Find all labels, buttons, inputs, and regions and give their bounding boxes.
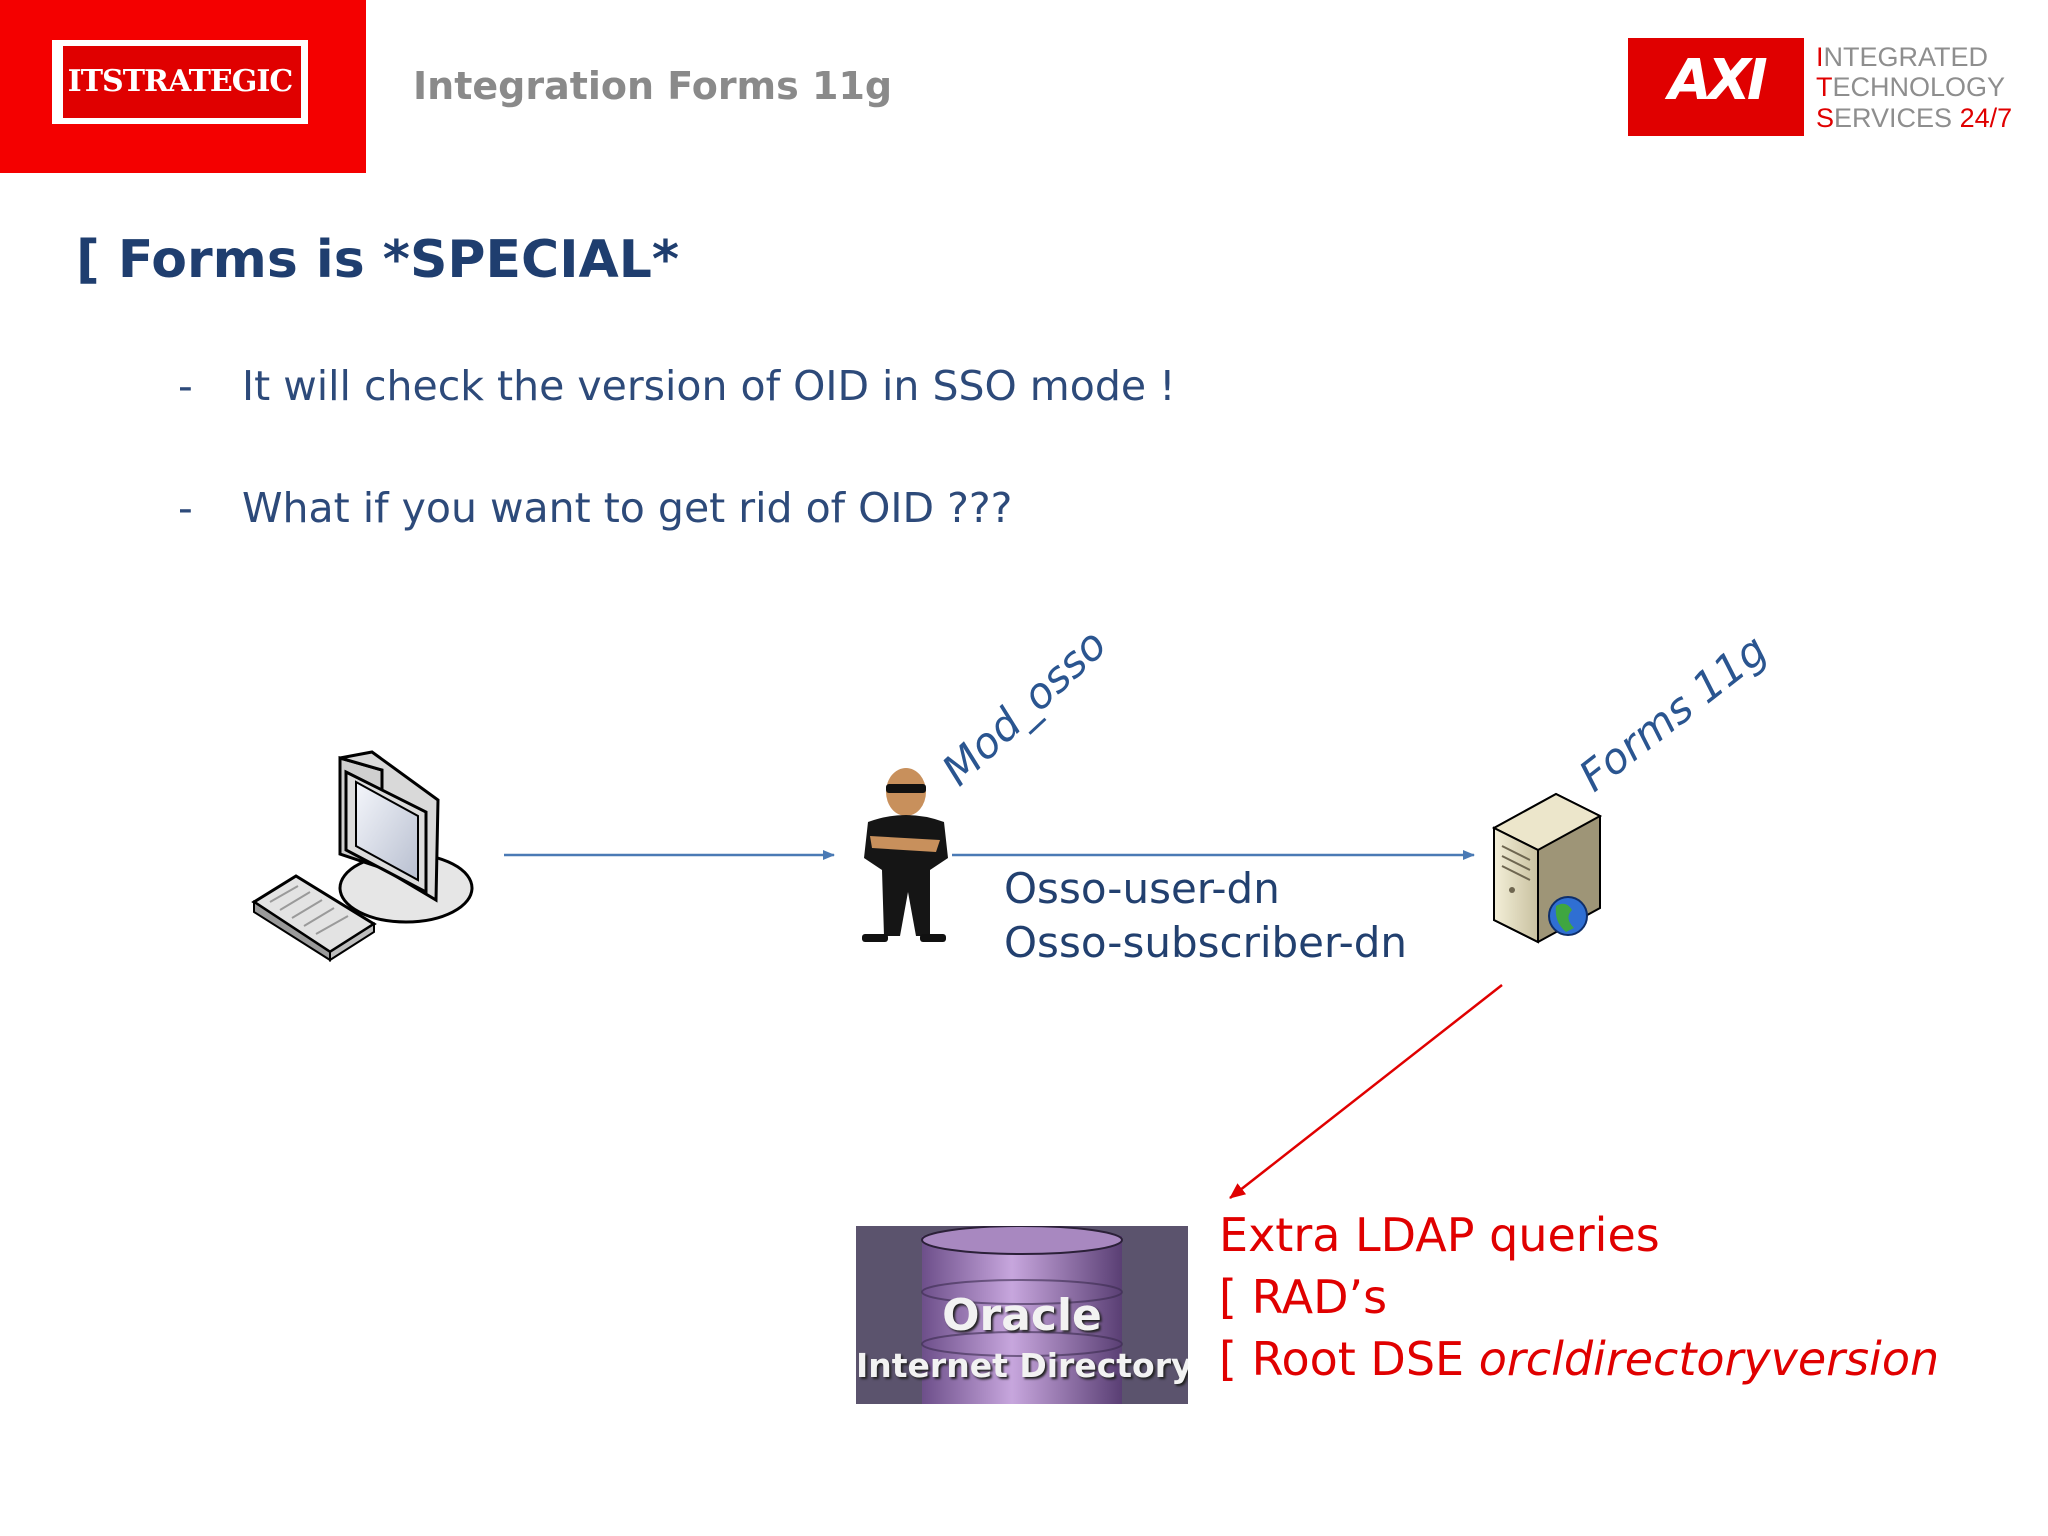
bouncer-icon [862,768,948,942]
bullet-text-2: What if you want to get rid of OID ??? [242,484,1013,532]
partner-tagline-line-3: SERVICES 24/7 [1816,103,2013,133]
partner-tagline-line-2: TECHNOLOGY [1816,72,2006,102]
oid-logo-line-2: Internet Directory [856,1346,1188,1385]
header-subscriber-dn: Osso-subscriber-dn [1004,918,1408,967]
bullet-dash-1: - [178,362,193,410]
header-user-dn: Osso-user-dn [1004,864,1280,913]
ldap-query-arrow [1229,984,1503,1199]
brand-logo-inner [63,46,301,118]
header-title: Integration Forms 11g [413,64,893,108]
bullet-dash-2: - [178,484,193,532]
bullet-text-1: It will check the version of OID in SSO … [242,362,1176,410]
server-icon [1491,792,1603,944]
ldap-note-2: [ RAD’s [1219,1270,1388,1324]
ldap-note-3: [ Root DSE orcldirectoryversion [1219,1332,1940,1386]
ldap-note-1: Extra LDAP queries [1219,1208,1660,1262]
partner-logo-text: AXI [1668,48,1767,113]
oid-logo-line-1: Oracle [942,1290,1102,1341]
brand-logo-text: ITSTRATEGIC [67,64,294,99]
oid-logo-image: Oracle Internet Directory [856,1226,1188,1404]
workstation-icon [251,750,474,962]
slide-heading: [ Forms is *SPECIAL* [76,230,680,290]
partner-tagline-line-1: INTEGRATED [1816,42,1989,72]
partner-logo [1628,38,1804,136]
